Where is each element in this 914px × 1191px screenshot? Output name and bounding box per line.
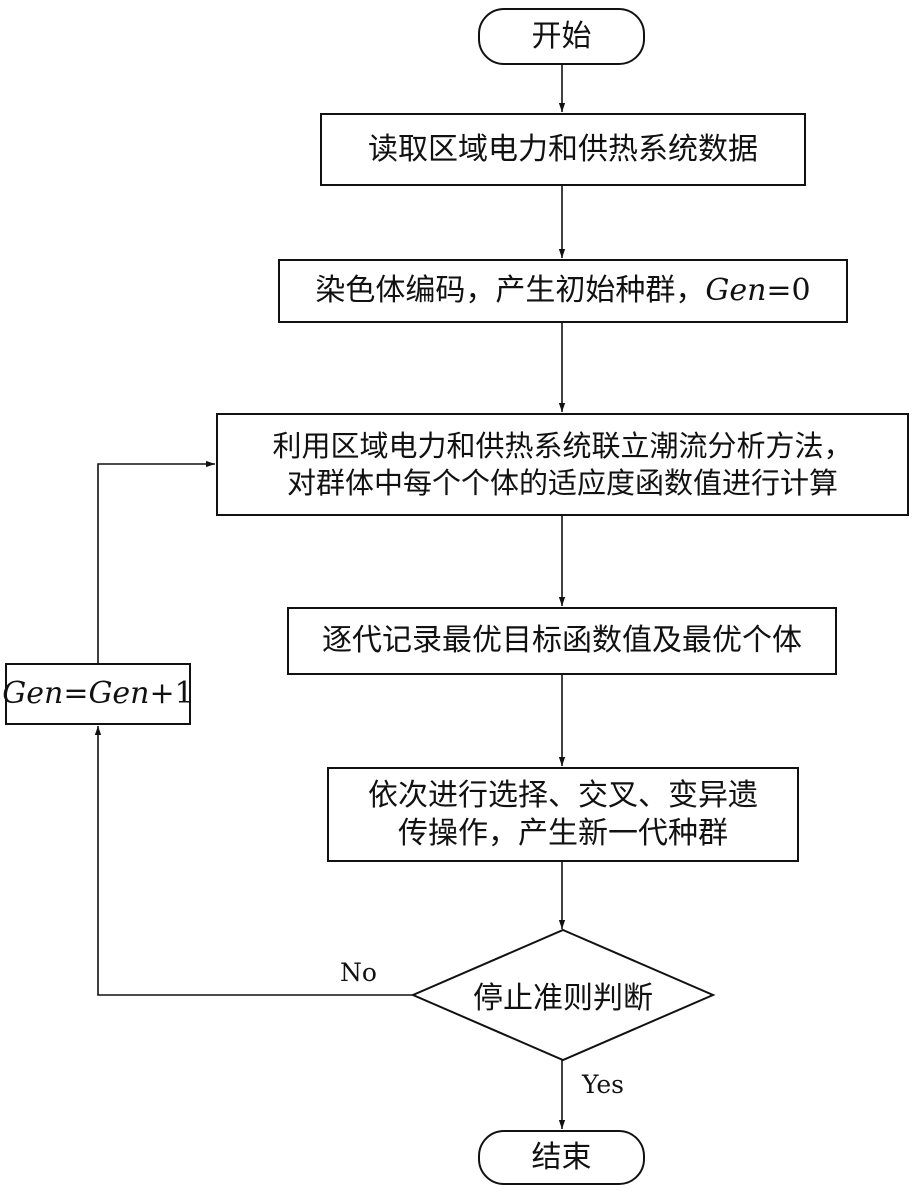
increment-var-right: Gen [88, 676, 150, 712]
yes-branch-label: Yes [582, 1070, 624, 1099]
read-data-step: 读取区域电力和供热系统数据 [320, 113, 806, 186]
genetic-operators-step: 依次进行选择、交叉、变异遗 传操作，产生新一代种群 [327, 767, 799, 862]
evaluate-line-1: 利用区域电力和供热系统联立潮流分析方法， [272, 429, 853, 464]
arrow-increment-to-evaluate [97, 460, 215, 663]
operators-line-2: 传操作，产生新一代种群 [398, 815, 728, 851]
start-terminal: 开始 [478, 8, 645, 65]
end-terminal: 结束 [478, 1130, 645, 1185]
operators-line-1: 依次进行选择、交叉、变异遗 [368, 778, 758, 813]
generation-increment-step: Gen=Gen+1 [2, 663, 194, 725]
increment-equals: = [63, 676, 89, 712]
record-label: 逐代记录最优目标函数值及最优个体 [322, 623, 802, 659]
record-best-step: 逐代记录最优目标函数值及最优个体 [287, 607, 837, 675]
stop-criterion-decision: 停止准则判断 [413, 930, 713, 1060]
increment-suffix: +1 [149, 676, 194, 712]
decision-diamond [410, 928, 716, 1062]
start-label: 开始 [531, 18, 592, 54]
no-branch-label: No [340, 958, 377, 987]
arrow-decision-no-to-increment [94, 726, 413, 996]
evaluate-line-2: 对群体中每个个体的适应度函数值进行计算 [286, 465, 838, 500]
encode-label: 染色体编码，产生初始种群， [315, 273, 706, 309]
decision-label: 停止准则判断 [473, 981, 653, 1016]
increment-var-left: Gen [2, 676, 64, 712]
encode-init-population-step: 染色体编码，产生初始种群，Gen=0 [278, 259, 848, 323]
read-data-label: 读取区域电力和供热系统数据 [368, 131, 758, 167]
encode-gen-value: =0 [766, 273, 811, 309]
end-label: 结束 [531, 1139, 592, 1175]
increment-text: Gen=Gen+1 [2, 675, 193, 713]
encode-gen-var: Gen [705, 273, 767, 309]
fitness-evaluation-step: 利用区域电力和供热系统联立潮流分析方法， 对群体中每个个体的适应度函数值进行计算 [216, 413, 909, 516]
encode-step-text: 染色体编码，产生初始种群，Gen=0 [315, 272, 810, 310]
